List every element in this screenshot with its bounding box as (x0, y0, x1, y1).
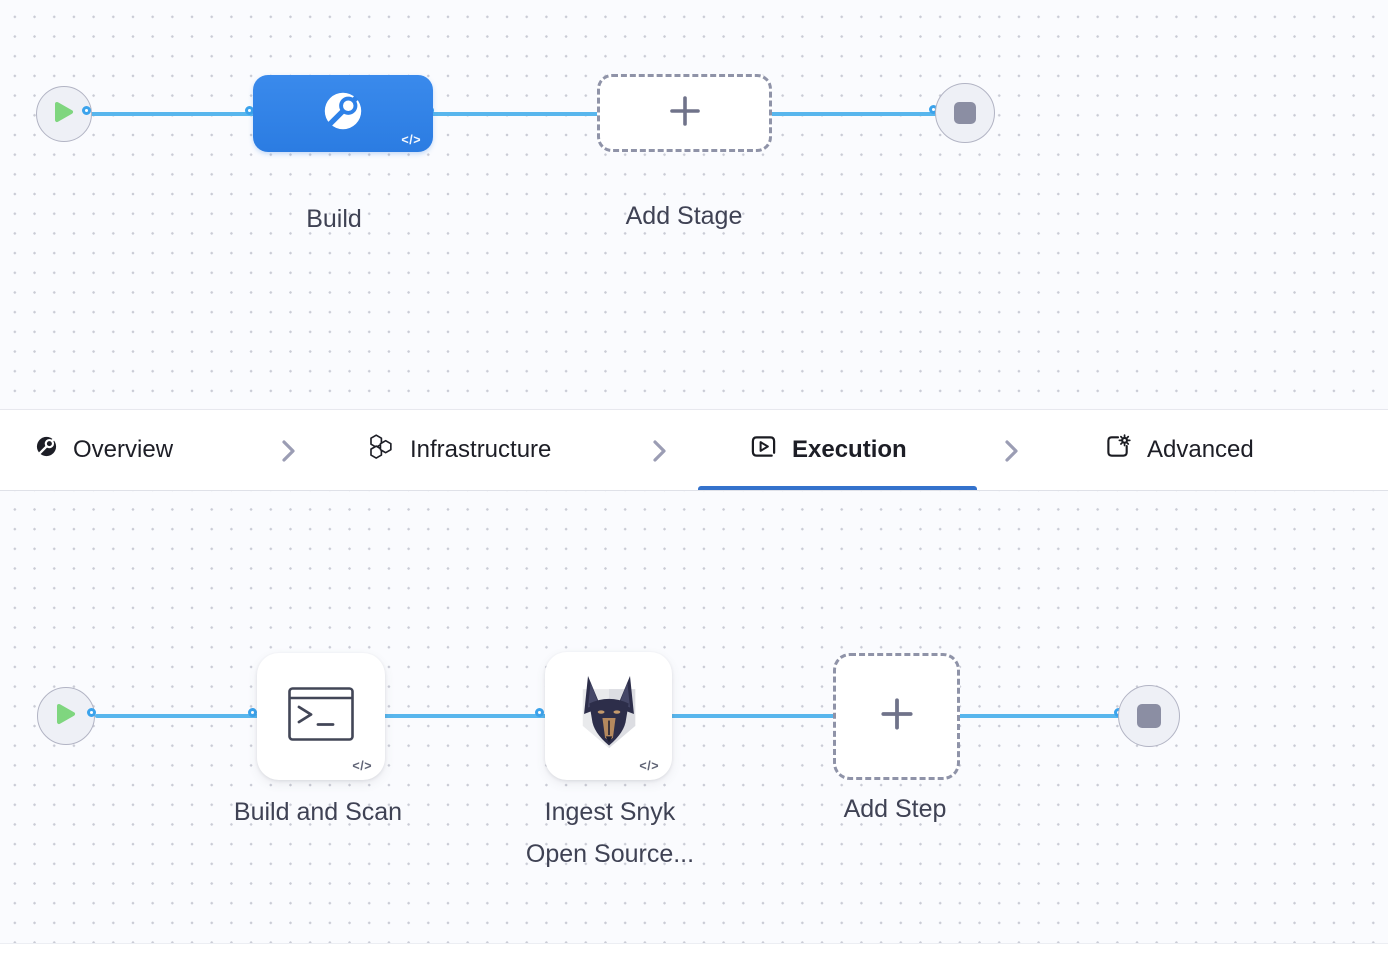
play-icon (53, 100, 75, 129)
stop-icon (1137, 704, 1161, 728)
tab-execution[interactable]: Execution (750, 410, 907, 490)
edge-anchor-dot (535, 708, 544, 717)
yaml-code-badge: </> (352, 759, 372, 773)
edge-anchor-dot (245, 106, 254, 115)
pipeline-end-node (935, 83, 995, 143)
terminal-icon (287, 687, 355, 746)
edge-anchor-dot (82, 106, 91, 115)
yaml-code-badge: </> (401, 133, 421, 147)
stage-edge (90, 112, 937, 116)
add-step-label: Add Step (843, 795, 947, 823)
play-box-icon (750, 433, 777, 467)
edge-anchor-dot (87, 708, 96, 717)
active-tab-underline (698, 485, 977, 490)
add-stage-button[interactable] (597, 74, 772, 152)
stage-graph-canvas[interactable]: </> Build Add Stage (0, 0, 1388, 409)
execution-graph-canvas[interactable]: </> </> (0, 491, 1388, 943)
add-step-button[interactable] (833, 653, 960, 780)
step-label-line1: Ingest Snyk (544, 798, 676, 826)
add-stage-label: Add Stage (625, 202, 743, 230)
step-label: Ingest Snyk Open Source... (490, 791, 730, 875)
tab-label: Advanced (1147, 436, 1254, 463)
pipeline-start-node (36, 86, 92, 142)
yaml-code-badge: </> (639, 759, 659, 773)
tab-label: Execution (792, 436, 907, 463)
chevron-right-icon (652, 439, 668, 468)
gear-box-icon (1105, 433, 1132, 467)
chevron-right-icon (1004, 439, 1020, 468)
execution-end-node (1118, 685, 1180, 747)
build-stage-node[interactable]: </> (253, 75, 433, 152)
tab-advanced[interactable]: Advanced (1105, 410, 1254, 490)
step-label-line2: Open Source... (525, 840, 695, 868)
step-label: Build and Scan (233, 798, 403, 826)
plus-icon (877, 694, 917, 739)
tab-label: Overview (73, 436, 174, 463)
tab-infrastructure[interactable]: Infrastructure (368, 410, 551, 490)
edge-anchor-dot (248, 708, 257, 717)
chevron-right-icon (281, 439, 297, 468)
tab-label: Infrastructure (410, 436, 552, 463)
play-icon (55, 702, 77, 731)
tab-overview[interactable]: Overview (35, 410, 173, 490)
ci-overview-icon (35, 435, 58, 465)
step-ingest-snyk[interactable]: </> (545, 652, 672, 780)
plus-icon (666, 92, 704, 135)
step-build-and-scan[interactable]: </> (257, 653, 385, 780)
stage-label: Build (306, 205, 362, 233)
snyk-dog-icon (567, 672, 651, 761)
canvas-footer-strip (0, 943, 1388, 954)
ci-stage-icon (320, 88, 366, 139)
execution-start-node (37, 687, 95, 745)
stop-icon (954, 102, 976, 124)
hexagons-icon (368, 433, 395, 467)
stage-config-tabbar: Overview Infrastructure (0, 409, 1388, 491)
